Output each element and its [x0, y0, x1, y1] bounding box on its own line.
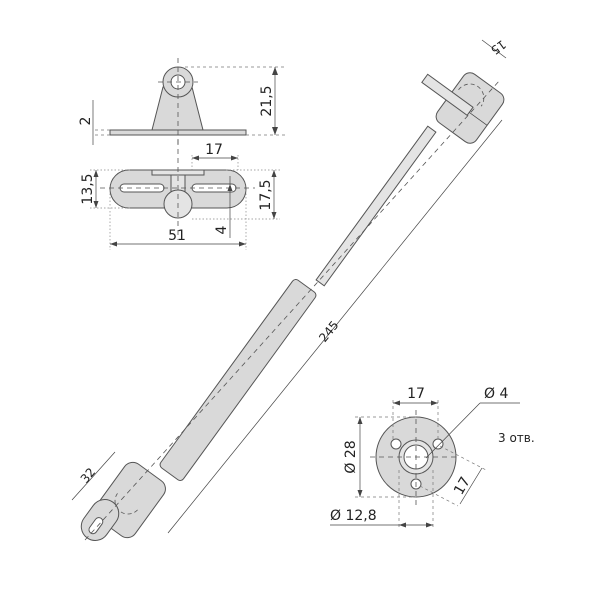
mount-hole-1 — [390, 438, 402, 450]
dim-length-label: 51 — [168, 228, 186, 244]
dim-hole-spacing-top-label: 17 — [407, 386, 425, 402]
dim-top-end-label: 15 — [488, 37, 509, 57]
dim-height-label: 21,5 — [259, 85, 275, 116]
dim-spring-length-label: 245 — [316, 318, 341, 345]
holes-count-note: 3 отв. — [498, 431, 535, 445]
dim-bore-diameter-label: Ø 12,8 — [330, 508, 377, 524]
piston-rod — [315, 125, 437, 287]
dim-width-right-label: 17,5 — [258, 179, 274, 210]
dim-bottom-end-label: 32 — [78, 465, 99, 486]
dim-slot-spacing-label: 17 — [205, 142, 223, 158]
bracket-side-view: 21,5 2 — [78, 58, 285, 145]
bottom-eye-slot — [88, 517, 104, 535]
dim-outer-diameter-label: Ø 28 — [343, 440, 359, 473]
bracket-top-view: 17 13,5 17,5 4 51 — [80, 140, 280, 250]
dim-width-left-label: 13,5 — [80, 173, 96, 204]
dim-hole-diameter-label: Ø 4 — [484, 386, 508, 402]
top-clip — [421, 73, 474, 117]
mount-hole-2 — [432, 438, 444, 450]
cylinder-body — [159, 279, 317, 481]
dim-offset-label: 4 — [214, 225, 230, 234]
dim-hole-spacing-side-label: 17 — [451, 474, 474, 497]
gas-spring: 245 15 32 — [71, 37, 509, 541]
dim-plate-thickness-label: 2 — [78, 117, 94, 126]
round-mount: 17 Ø 4 3 отв. Ø 28 17 Ø 12,8 — [330, 386, 535, 530]
